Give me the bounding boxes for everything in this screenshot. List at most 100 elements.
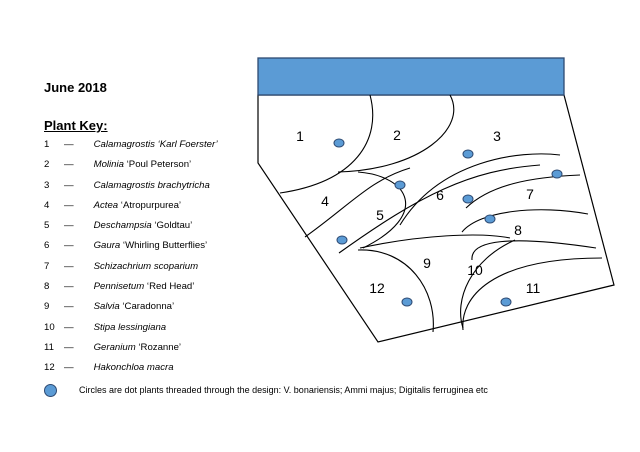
plant-key-botanical-name: Pennisetum [93,281,145,293]
plant-key-dash: — [64,159,74,171]
dot-plant [462,149,474,159]
dot-plants [333,138,563,307]
bed-number-3: 3 [493,128,501,144]
drift-line-7-8 [465,174,581,209]
plant-key-dash: — [64,139,74,150]
plant-key-number: 8 [44,281,50,293]
plant-key-item: 1 — Calamagrostis ‘Karl Foerster’ [44,138,218,158]
plant-key-dash: — [64,199,74,211]
plant-key-number: 2 [44,159,50,171]
bed-number-4: 4 [321,193,329,209]
dot-plant-icon [44,384,57,397]
plant-key-number: 7 [44,260,50,272]
plant-key-dash: — [64,281,74,293]
plant-key-cultivar: ‘Rozanne’ [135,341,182,353]
plant-key-botanical-name: Actea [93,199,119,211]
plant-key-item: 12 — Hakonchloa macra [44,361,218,381]
plant-key-dash: — [64,341,74,353]
bed-number-6: 6 [436,187,444,203]
dot-plant [401,297,413,307]
plant-key-dash: — [64,301,74,313]
plant-key-botanical-name: Molinia [93,159,124,171]
bed-number-11: 11 [526,280,541,296]
drift-line-2-3 [337,94,455,173]
bed-outline [257,94,615,343]
plant-key-number: 10 [44,321,55,333]
drift-line-11 [462,257,603,331]
plant-key-dash: — [64,260,74,272]
bed-number-8: 8 [514,222,522,238]
plant-key-item: 9 — Salvia ‘Caradonna’ [44,300,218,320]
plant-key-item: 11 — Geranium ‘Rozanne’ [44,341,218,361]
plant-key-item: 3 — Calamagrostis brachytricha [44,179,218,199]
dot-plant [500,297,512,307]
bed-number-7: 7 [526,186,534,202]
plant-key-dash: — [64,240,74,252]
plant-key-number: 11 [44,341,54,353]
water-feature [257,57,565,96]
plant-key-number: 9 [44,301,50,313]
plant-key-item: 10 — Stipa lessingiana [44,321,218,341]
dot-plant [484,214,496,224]
plant-key-cultivar: ‘Goldtau’ [151,220,193,232]
bed-number-5: 5 [376,207,384,223]
dot-plant [394,180,406,190]
plant-key-botanical-name: Calamagrostis ‘Karl Foerster’ [93,139,218,150]
bed-number-12: 12 [369,280,385,296]
plant-key-number: 3 [44,179,50,191]
dot-plants-note: Circles are dot plants threaded through … [44,384,488,397]
plant-key-botanical-name: Calamagrostis brachytricha [93,179,210,191]
plant-key-cultivar: ‘Whirling Butterflies’ [120,240,208,252]
plant-key-dash: — [64,321,74,333]
plant-key-cultivar: ‘Red Head’ [144,281,195,293]
plant-key-botanical-name: Hakonchloa macra [93,362,174,374]
drift-line-5-6 [357,171,407,249]
plant-key-number: 12 [44,362,55,374]
plant-key-botanical-name: Deschampsia [93,220,152,232]
bed-number-1: 1 [296,128,304,144]
drift-line-9-right [471,240,597,261]
plant-key-item: 4 — Actea ‘Atropurpurea’ [44,199,218,219]
plant-key-heading: Plant Key: [44,118,108,133]
drift-line-1-2 [279,94,374,194]
plant-key-botanical-name: Stipa lessingiana [93,321,167,333]
bed-numbers: 1 2 3 4 5 6 7 8 9 10 11 12 [296,127,540,296]
plant-key-list: 1 — Calamagrostis ‘Karl Foerster’ 2 — Molinia… [44,138,218,382]
drift-line-4-5 [304,167,411,238]
plant-key-item: 5 — Deschampsia ‘Goldtau’ [44,219,218,239]
bed-number-2: 2 [393,127,401,143]
plant-key-cultivar: ‘Poul Peterson’ [124,159,192,171]
plant-key-item: 2 — Molinia ‘Poul Peterson’ [44,158,218,178]
plant-key-dash: — [64,179,74,191]
plant-key-number: 1 [44,139,50,150]
drift-line-9-10 [460,239,516,329]
plant-key-botanical-name: Geranium [93,341,136,353]
plant-key-number: 6 [44,240,50,252]
dot-plant [336,235,348,245]
bed-number-10: 10 [467,262,483,278]
drift-lines [279,94,603,333]
page-title: June 2018 [44,80,107,95]
note-text: Circles are dot plants threaded through … [79,384,488,395]
plant-key-cultivar: ‘Atropurpurea’ [118,199,182,211]
drift-line-6-lower [338,164,541,254]
plant-key-botanical-name: Schizachrium scoparium [93,260,199,272]
plant-key-botanical-name: Gaura [93,240,121,252]
plant-key-item: 7 — Schizachrium scoparium [44,260,218,280]
plant-key-number: 4 [44,199,50,211]
drift-line-12 [357,249,434,333]
dot-plant [333,138,345,148]
plant-key-cultivar: ‘Caradonna’ [119,301,175,313]
drift-line-3-6 [399,153,561,226]
plant-key-item: 8 — Pennisetum ‘Red Head’ [44,280,218,300]
plant-key-number: 5 [44,220,50,232]
plant-key-botanical-name: Salvia [93,301,120,313]
plant-key-item: 6 — Gaura ‘Whirling Butterflies’ [44,239,218,259]
dot-plant [462,194,474,204]
drift-line-9-top [359,234,511,249]
dot-plant [551,169,563,179]
plant-key-dash: — [64,220,74,232]
plant-key-dash: — [64,362,74,374]
drift-line-8 [461,209,589,233]
